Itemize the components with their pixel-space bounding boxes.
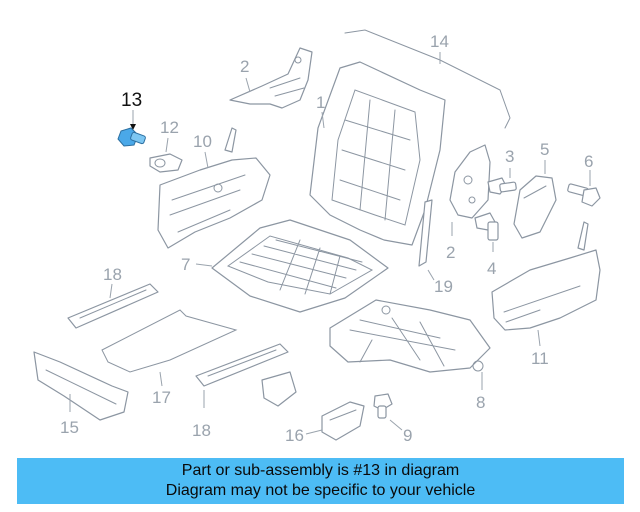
callout-4: 4: [487, 259, 496, 278]
callout-3: 3: [505, 147, 514, 166]
part-6-bolt: 6: [567, 152, 601, 207]
part-16-lock-bracket: 16: [261, 371, 365, 445]
part-5-pad: 5: [513, 140, 557, 239]
part-18-rail-upper: 18: [67, 265, 159, 329]
callout-2b: 2: [446, 243, 455, 262]
part-3-bolt: 3: [487, 147, 517, 195]
part-8-riser-mechanism: 8: [329, 299, 491, 412]
seat-parts-diagram: 13 12 10 2 1 14: [33, 29, 601, 445]
callout-2a: 2: [240, 57, 249, 76]
callout-7: 7: [181, 255, 190, 274]
callout-1: 1: [316, 93, 325, 112]
callout-9: 9: [403, 426, 412, 445]
part-12-clip: 12: [149, 118, 183, 173]
callout-6: 6: [584, 152, 593, 171]
callout-13: 13: [121, 90, 142, 111]
callout-8: 8: [476, 393, 485, 412]
callout-10: 10: [193, 132, 212, 151]
banner-line-1: Part or sub-assembly is #13 in diagram: [181, 462, 460, 479]
part-13-bolt[interactable]: 13: [117, 90, 146, 147]
callout-5: 5: [540, 140, 549, 159]
callout-12: 12: [160, 118, 179, 137]
part-17-wire: 17: [101, 309, 238, 407]
banner-line-2: Diagram may not be specific to your vehi…: [165, 482, 476, 499]
part-10-side-shield: 10: [157, 127, 271, 249]
part-4-bolt: 4: [474, 212, 499, 278]
part-19-strip: 19: [418, 199, 453, 296]
callout-18a: 18: [103, 265, 122, 284]
part-1-seatback-frame: 1: [309, 61, 446, 246]
part-15-trim-panel: 15: [33, 351, 129, 437]
part-18-rail-lower: 18: [192, 343, 289, 440]
part-9-bolt: 9: [373, 393, 412, 445]
part-14-rod: 14: [344, 29, 511, 129]
info-banner: Part or sub-assembly is #13 in diagram D…: [17, 458, 624, 504]
callout-18b: 18: [192, 421, 211, 440]
callout-16: 16: [285, 426, 304, 445]
callout-15: 15: [60, 418, 79, 437]
part-7-cushion-frame: 7: [181, 219, 389, 313]
callout-19: 19: [434, 277, 453, 296]
part-2-hinge-plate-lower: 2: [446, 144, 491, 262]
callout-17: 17: [152, 388, 171, 407]
part-11-side-cover: 11: [491, 221, 601, 368]
callout-14: 14: [430, 32, 449, 51]
part-2-hinge-bracket-upper: 2: [229, 47, 313, 109]
callout-11: 11: [531, 349, 549, 368]
